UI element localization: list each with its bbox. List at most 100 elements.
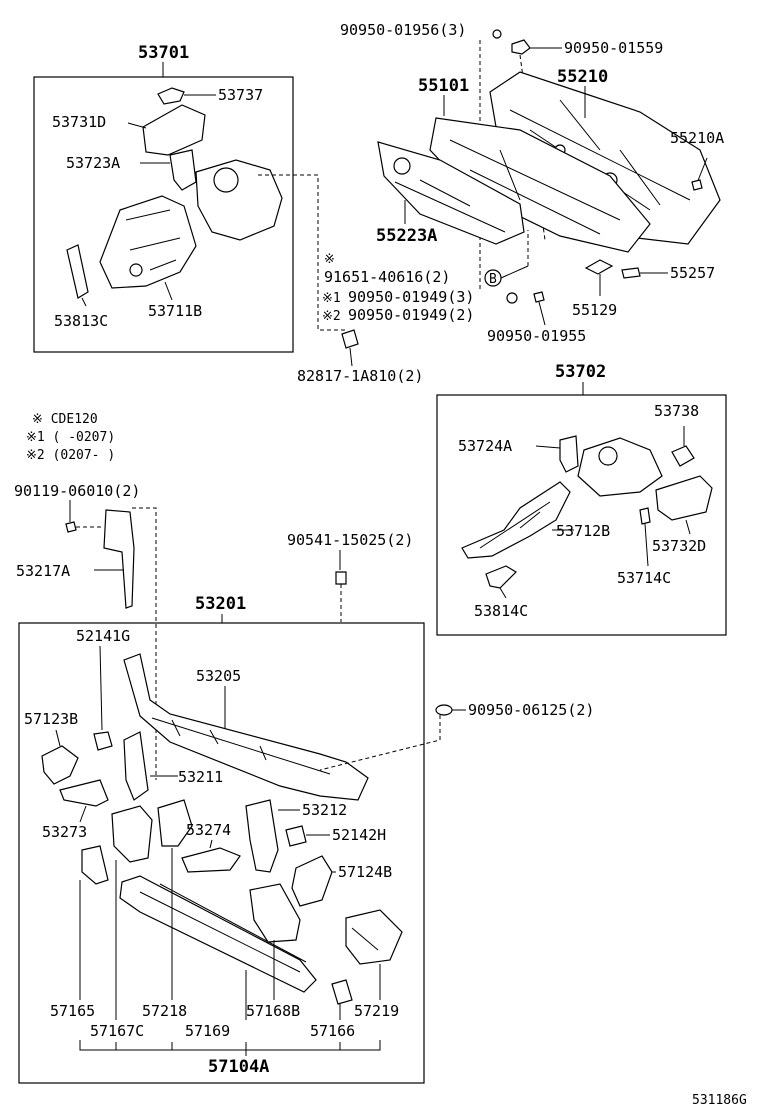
part-label-57123B: 57123B xyxy=(24,710,78,728)
part-label-53732D: 53732D xyxy=(652,537,706,555)
group-label-57104A: 57104A xyxy=(208,1057,269,1077)
part-shape-57123B xyxy=(41,745,79,785)
part-label-53724A: 53724A xyxy=(458,437,512,455)
part-shape-53732D xyxy=(655,475,713,521)
grommet-icon-90950-06125 xyxy=(435,704,453,716)
part-label-90950-01955: 90950-01955 xyxy=(487,327,586,345)
part-shape-57165 xyxy=(81,845,109,885)
part-label-90950-01949-2: 90950-01949(2) xyxy=(348,306,474,324)
part-label-57167C: 57167C xyxy=(90,1022,144,1040)
part-label-53813C: 53813C xyxy=(54,312,108,330)
legend-before-0207: ※1 ( -0207) xyxy=(26,430,115,445)
part-label-82817-1A810: 82817-1A810(2) xyxy=(297,367,423,385)
part-shape-53217A xyxy=(103,509,135,609)
part-shape-57169 xyxy=(119,875,317,993)
clip-icon-90950-01955 xyxy=(533,291,545,303)
part-label-53712B: 53712B xyxy=(556,522,610,540)
part-shape-53274 xyxy=(181,847,241,873)
part-label-53714C: 53714C xyxy=(617,569,671,587)
part-label-55223A: 55223A xyxy=(376,226,437,246)
part-label-57124B: 57124B xyxy=(338,863,392,881)
part-label-53731D: 53731D xyxy=(52,113,106,131)
reference-label-b: B xyxy=(489,272,497,287)
part-shape-57167C xyxy=(111,805,153,863)
part-label-52142H: 52142H xyxy=(332,826,386,844)
part-label-53205: 53205 xyxy=(196,667,241,685)
part-shape-55129 xyxy=(584,259,614,275)
part-shape-57168B xyxy=(249,883,301,943)
part-label-53737: 53737 xyxy=(218,86,263,104)
note-mark-star2: ※2 xyxy=(322,309,341,324)
part-label-55210A: 55210A xyxy=(670,129,724,147)
part-label-52141G: 52141G xyxy=(76,627,130,645)
part-label-55257: 55257 xyxy=(670,264,715,282)
group-label-53201: 53201 xyxy=(195,594,246,614)
part-label-57168B: 57168B xyxy=(246,1002,300,1020)
legend-after-0207: ※2 (0207- ) xyxy=(26,448,115,463)
part-shape-52141G xyxy=(93,731,113,751)
part-shape-57219 xyxy=(345,909,403,965)
part-label-91651-40616: 91651-40616(2) xyxy=(324,268,450,286)
part-label-90119-06010: 90119-06010(2) xyxy=(14,482,140,500)
part-label-90950-06125: 90950-06125(2) xyxy=(468,701,594,719)
part-label-57219: 57219 xyxy=(354,1002,399,1020)
part-label-90950-01949-3: 90950-01949(3) xyxy=(348,288,474,306)
clip-icon-55210A xyxy=(691,179,703,191)
group-label-53701: 53701 xyxy=(138,43,189,63)
part-shape-53712B xyxy=(461,481,571,559)
part-label-90541-15025: 90541-15025(2) xyxy=(287,531,413,549)
part-label-57218: 57218 xyxy=(142,1002,187,1020)
part-shape-53205 xyxy=(123,653,369,801)
part-shape-53813C xyxy=(66,244,89,299)
grommet-icon-90950-01559 xyxy=(511,39,531,55)
clip-icon-90950-01956 xyxy=(492,29,502,39)
part-shape-53737 xyxy=(157,87,185,105)
part-label-55210: 55210 xyxy=(557,67,608,87)
part-shape-57218 xyxy=(157,799,193,847)
part-label-55101: 55101 xyxy=(418,76,469,96)
part-label-53814C: 53814C xyxy=(474,602,528,620)
diagram-code: 531186G xyxy=(692,1093,747,1108)
part-shape-55257 xyxy=(621,267,641,279)
part-label-57166: 57166 xyxy=(310,1022,355,1040)
part-label-90950-01956: 90950-01956(3) xyxy=(340,21,466,39)
part-shape-53714C xyxy=(639,507,651,525)
part-shape-53702-apron xyxy=(577,437,663,497)
bracket-57104A xyxy=(79,1040,381,1051)
part-shape-53212 xyxy=(245,799,279,873)
part-shape-57166 xyxy=(331,979,353,1005)
part-label-53274: 53274 xyxy=(186,821,231,839)
part-label-55129: 55129 xyxy=(572,301,617,319)
part-shape-53738 xyxy=(671,445,695,467)
part-shape-52142H xyxy=(285,825,307,847)
part-shape-53273 xyxy=(59,779,109,807)
part-shape-53724A xyxy=(559,435,579,473)
clip-icon-90950-01949 xyxy=(506,292,518,304)
bolt-icon-90119 xyxy=(65,521,77,533)
part-label-57165: 57165 xyxy=(50,1002,95,1020)
part-label-53273: 53273 xyxy=(42,823,87,841)
part-shape-57124B xyxy=(291,855,333,907)
part-label-53738: 53738 xyxy=(654,402,699,420)
part-shape-53211 xyxy=(123,731,149,801)
part-label-53711B: 53711B xyxy=(148,302,202,320)
part-shape-53814C xyxy=(485,565,517,589)
part-label-57169: 57169 xyxy=(185,1022,230,1040)
part-shape-53711B xyxy=(195,159,283,241)
part-label-53217A: 53217A xyxy=(16,562,70,580)
group-label-53702: 53702 xyxy=(555,362,606,382)
clip-icon-82817 xyxy=(341,329,359,349)
legend-cde120: ※ CDE120 xyxy=(32,412,98,427)
note-mark-star: ※ xyxy=(324,252,335,267)
group-box-53702 xyxy=(436,394,727,636)
part-label-90950-01559: 90950-01559 xyxy=(564,39,663,57)
part-label-53723A: 53723A xyxy=(66,154,120,172)
note-mark-star1: ※1 xyxy=(322,291,341,306)
bolt-icon-90541 xyxy=(335,571,347,585)
part-shape-53723A xyxy=(169,149,197,191)
part-label-53212: 53212 xyxy=(302,801,347,819)
part-shape-55223A xyxy=(377,141,525,245)
part-label-53211: 53211 xyxy=(178,768,223,786)
part-shape-53731D xyxy=(142,104,206,156)
